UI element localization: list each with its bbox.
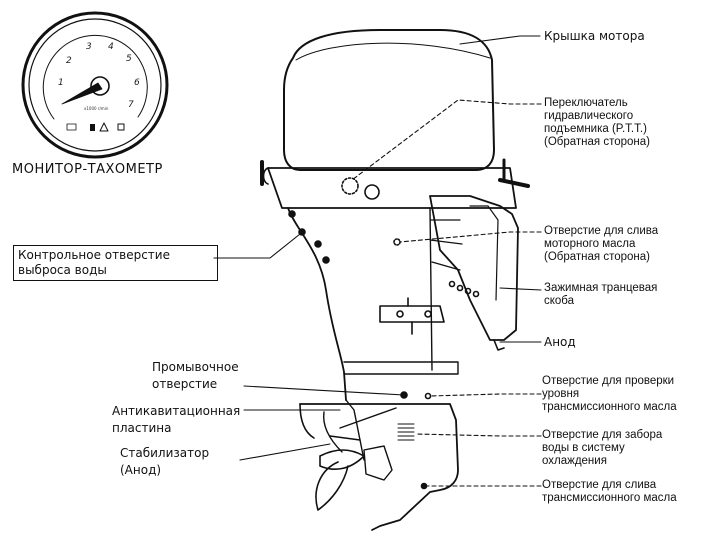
label-ptt-switch: Переключатель гидравлического подъемника… bbox=[544, 97, 650, 149]
label-flush-hole-line: отверстие bbox=[152, 377, 218, 391]
label-gear-level-line: уровня bbox=[542, 388, 580, 400]
label-anticavitation-line: пластина bbox=[112, 421, 172, 435]
dial-number-1: 1 bbox=[58, 78, 64, 88]
label-anticavitation: Антикавитационная пластина bbox=[112, 404, 240, 435]
dial-number-2: 2 bbox=[66, 56, 72, 66]
label-clamp-bracket-line: скоба bbox=[544, 295, 575, 307]
label-clamp-bracket: Зажимная транцевая скоба bbox=[544, 282, 657, 308]
label-water-intake-line: Отверстие для забора bbox=[542, 429, 663, 441]
label-ptt-switch-line: Переключатель bbox=[544, 97, 628, 109]
tachometer-gauge bbox=[21, 11, 169, 159]
label-anode: Анод bbox=[544, 335, 576, 349]
label-water-intake: Отверстие для забора воды в системy охла… bbox=[542, 429, 662, 468]
tachometer-title: МОНИТОР-ТАХОМЕТР bbox=[12, 162, 163, 177]
label-clamp-bracket-line: Зажимная транцевая bbox=[544, 282, 658, 294]
clamp-bracket-shape bbox=[379, 178, 530, 351]
label-stabilizer-line: (Анод) bbox=[120, 463, 162, 477]
label-ptt-switch-line: (Обратная сторона) bbox=[544, 136, 650, 148]
label-anticavitation-line: Антикавитационная bbox=[112, 404, 241, 418]
label-flush-hole-line: Промывочное bbox=[152, 360, 239, 374]
label-water-check-line: выброса воды bbox=[18, 263, 107, 277]
lower-unit-shape bbox=[299, 391, 459, 531]
label-gear-level: Отверстие для проверки уровня трансмисси… bbox=[542, 375, 677, 414]
label-oil-drain-line: Отверстие для слива bbox=[544, 225, 659, 237]
label-ptt-switch-line: подъемника (P.T.T.) bbox=[544, 123, 647, 135]
label-flush-hole: Промывочное отверстие bbox=[152, 360, 239, 391]
engine-cover-shape bbox=[260, 29, 517, 209]
label-water-intake-line: воды в системy bbox=[542, 442, 625, 454]
label-engine-cover: Крышка мотора bbox=[544, 29, 645, 43]
dial-number-5: 5 bbox=[126, 54, 132, 64]
dial-number-7: 7 bbox=[128, 100, 134, 110]
label-stabilizer: Стабилизатор (Анод) bbox=[120, 446, 209, 477]
label-oil-drain-line: (Обратная сторона) bbox=[544, 251, 650, 263]
label-gear-drain-line: Отверстие для слива bbox=[542, 479, 657, 491]
dial-number-4: 4 bbox=[108, 42, 114, 52]
label-ptt-switch-line: гидравлического bbox=[544, 110, 634, 122]
label-gear-level-line: Отверстие для проверки bbox=[542, 375, 675, 387]
leader-lines bbox=[213, 35, 542, 487]
label-gear-drain-line: трансмиссионного масла bbox=[542, 492, 677, 504]
label-gear-level-line: трансмиссионного масла bbox=[542, 401, 677, 413]
dial-number-6: 6 bbox=[134, 78, 140, 88]
dial-scale-text: x1000 r/min bbox=[84, 106, 109, 111]
midsection-shape bbox=[287, 207, 459, 401]
label-water-check-line: Контрольное отверстие bbox=[18, 248, 170, 262]
dial-number-3: 3 bbox=[86, 42, 92, 52]
label-water-check: Контрольное отверстие выброса воды bbox=[13, 245, 218, 281]
label-water-intake-line: охлаждения bbox=[542, 455, 607, 467]
label-gear-drain: Отверстие для слива трансмиссионного мас… bbox=[542, 479, 677, 505]
label-oil-drain-line: моторного масла bbox=[544, 238, 636, 250]
label-stabilizer-line: Стабилизатор bbox=[120, 446, 210, 460]
label-oil-drain: Отверстие для слива моторного масла (Обр… bbox=[544, 225, 658, 264]
